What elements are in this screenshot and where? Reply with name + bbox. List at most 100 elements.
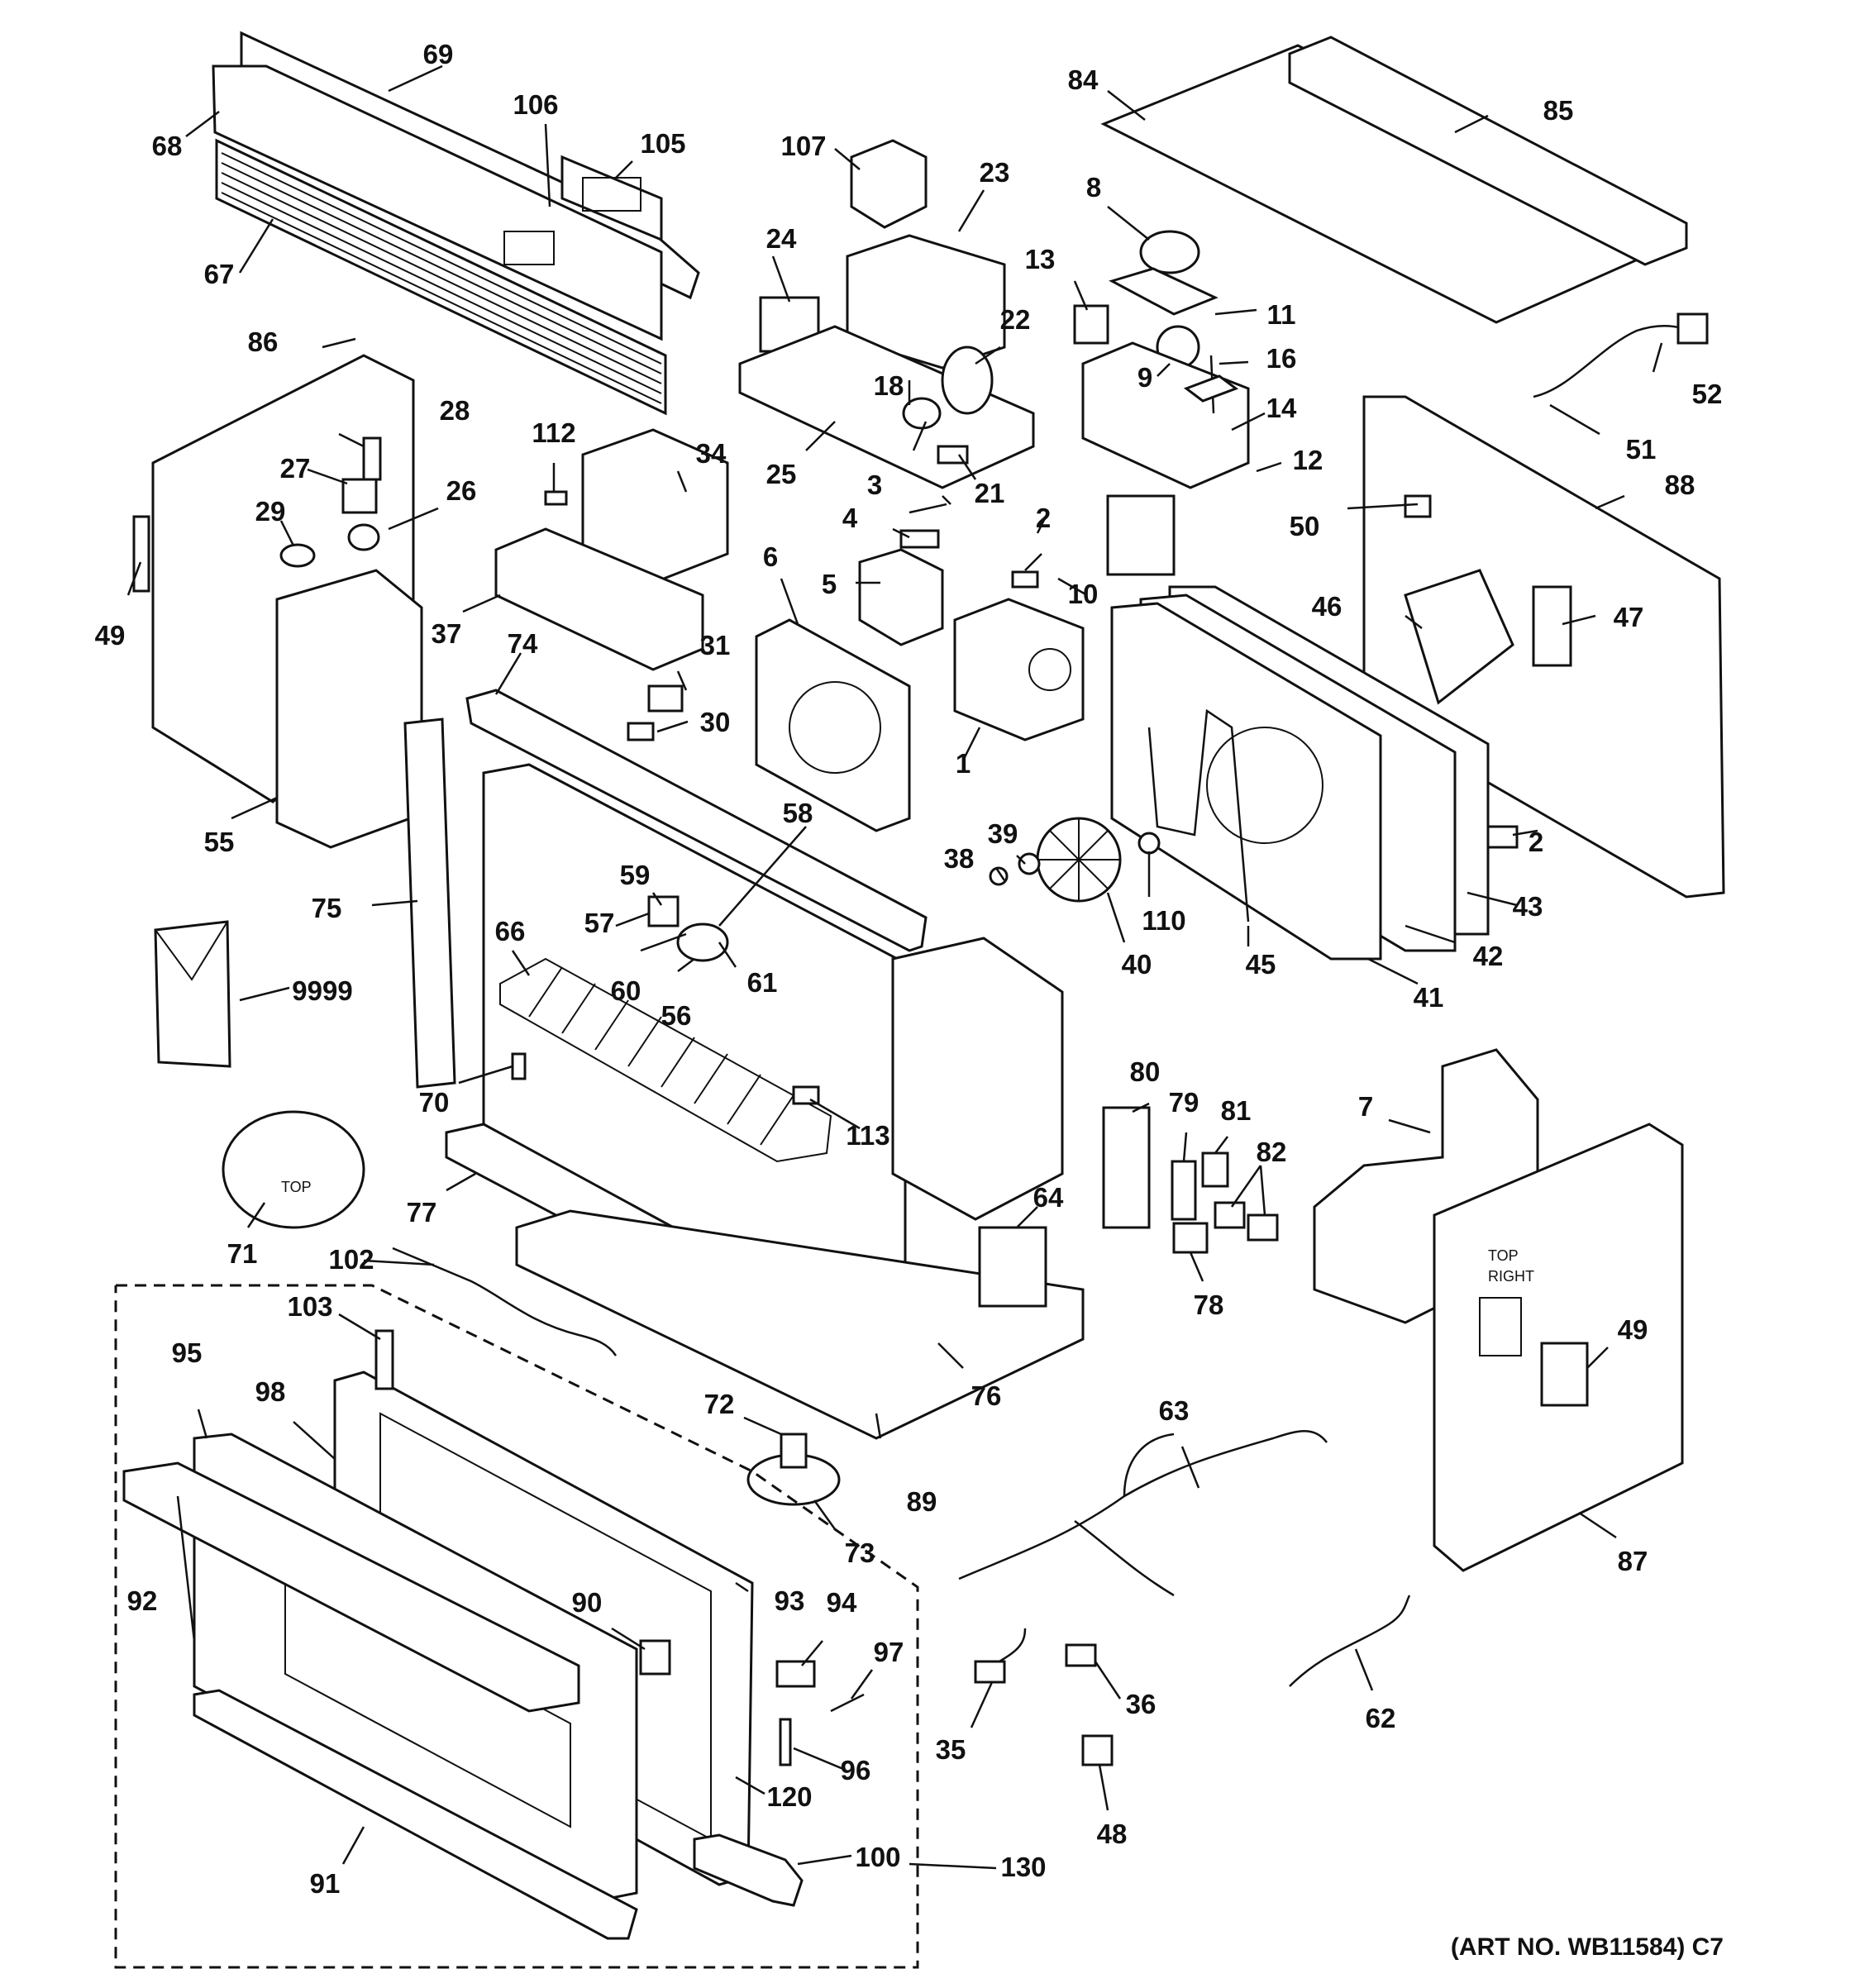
label-10: 10	[1068, 579, 1099, 609]
label-70: 70	[419, 1087, 450, 1118]
label-77: 77	[407, 1197, 437, 1228]
part-110-shape	[1137, 832, 1161, 855]
part-31-shape	[647, 684, 684, 713]
part-87-window	[1479, 1297, 1522, 1356]
label-130: 130	[1000, 1852, 1046, 1882]
part-41-window	[1206, 727, 1323, 844]
part-56-shape	[676, 922, 729, 962]
label-3: 3	[867, 470, 882, 500]
part-36-shape	[1065, 1643, 1097, 1667]
label-28: 28	[440, 395, 470, 426]
part-64-shape	[978, 1226, 1047, 1308]
label-59: 59	[620, 860, 651, 890]
part-27-shape	[341, 478, 378, 514]
part-87-stamp-top: TOP	[1488, 1247, 1519, 1264]
part-37-shape	[494, 527, 704, 671]
part-1-antenna	[1028, 648, 1071, 691]
label-8: 8	[1086, 172, 1101, 203]
label-72: 72	[704, 1389, 735, 1419]
part-112-shape	[544, 490, 568, 506]
label-22: 22	[1000, 304, 1031, 335]
part-52-plug	[1676, 312, 1709, 345]
label-23: 23	[980, 157, 1010, 188]
part-130-boundary	[114, 1284, 919, 1969]
label-39: 39	[988, 818, 1018, 849]
label-48: 48	[1097, 1819, 1128, 1849]
label-2b: 2	[1529, 827, 1543, 857]
label-97: 97	[874, 1637, 904, 1667]
label-112: 112	[532, 417, 575, 448]
part-89-shape	[515, 1209, 1085, 1440]
part-48-shape	[1081, 1734, 1114, 1766]
label-113: 113	[846, 1120, 889, 1151]
label-68: 68	[152, 131, 183, 161]
part-75-shape	[403, 717, 456, 1089]
label-56: 56	[661, 1000, 692, 1031]
part-107-shape	[850, 139, 928, 229]
part-6-fan-wheel	[789, 681, 881, 774]
label-92: 92	[127, 1585, 158, 1616]
part-22-shape	[941, 346, 994, 415]
label-16: 16	[1266, 343, 1297, 374]
label-98: 98	[255, 1376, 286, 1407]
label-79: 79	[1169, 1087, 1199, 1118]
part-12-shape	[1081, 341, 1250, 489]
label-2a: 2	[1036, 503, 1051, 533]
label-78: 78	[1194, 1290, 1224, 1320]
part-74-shape	[465, 689, 928, 952]
part-67-louvres	[221, 152, 662, 404]
part-10-shape	[1106, 494, 1176, 576]
label-85: 85	[1543, 95, 1574, 126]
label-120: 120	[766, 1781, 812, 1812]
label-60: 60	[611, 975, 641, 1006]
label-25: 25	[766, 459, 797, 489]
label-80: 80	[1130, 1056, 1161, 1087]
label-24: 24	[766, 223, 797, 254]
art-number-caption: (ART NO. WB11584) C7	[1451, 1933, 1724, 1961]
part-51-52-cord	[1533, 324, 1691, 398]
label-76: 76	[971, 1380, 1002, 1411]
label-96: 96	[841, 1755, 871, 1785]
label-62: 62	[1366, 1703, 1396, 1733]
part-71-stamp: TOP	[281, 1179, 312, 1195]
part-28-shape	[362, 436, 382, 481]
label-110: 110	[1142, 905, 1185, 936]
part-41-shape	[1110, 602, 1382, 961]
label-7: 7	[1358, 1091, 1373, 1122]
parts-artwork: TOP	[114, 31, 1725, 1969]
label-95: 95	[172, 1337, 203, 1368]
label-9: 9	[1137, 362, 1152, 393]
part-70-shape	[511, 1052, 527, 1080]
part-103-shape	[374, 1329, 394, 1390]
part-14-shape	[1183, 374, 1239, 403]
label-38: 38	[944, 843, 975, 874]
part-13-shape	[1073, 304, 1109, 345]
label-18: 18	[874, 370, 904, 401]
part-4-shape	[899, 529, 940, 549]
label-30: 30	[700, 707, 731, 737]
part-94-shape	[775, 1660, 816, 1688]
label-49b: 49	[1618, 1314, 1648, 1345]
part-82a-shape	[1214, 1201, 1246, 1229]
label-45: 45	[1246, 949, 1276, 980]
label-91: 91	[310, 1868, 341, 1899]
part-92-shape	[122, 1461, 580, 1713]
part-9999-shape	[154, 920, 231, 1068]
label-69: 69	[423, 39, 454, 69]
part-55-shape	[275, 569, 423, 849]
label-49a: 49	[95, 620, 126, 651]
part-30-shape	[627, 722, 655, 741]
label-34: 34	[696, 438, 727, 469]
part-2a-shape	[1011, 570, 1039, 589]
label-31: 31	[700, 630, 731, 660]
part-91-shape	[193, 1689, 638, 1940]
part-106-shape	[503, 231, 555, 265]
label-73: 73	[845, 1537, 875, 1568]
part-102-shape	[392, 1247, 618, 1356]
part-100-shape	[693, 1833, 804, 1907]
part-26-shape	[347, 523, 380, 551]
label-12: 12	[1293, 445, 1323, 475]
part-6-shape	[755, 618, 911, 832]
part-97-shape	[830, 1693, 865, 1713]
label-58: 58	[783, 798, 813, 828]
